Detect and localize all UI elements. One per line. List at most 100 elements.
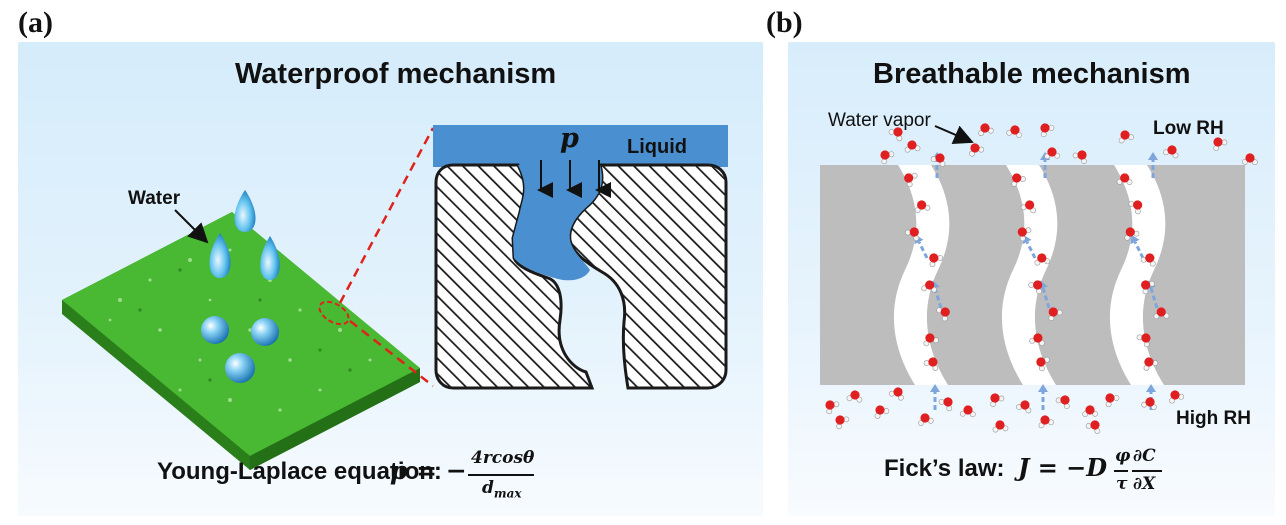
panel-b-title: Breathable mechanism <box>873 58 1191 90</box>
water-molecule <box>978 123 994 136</box>
water-molecule <box>1128 200 1143 215</box>
water-molecule <box>1028 280 1043 295</box>
water-molecule <box>1153 307 1170 320</box>
fick-law-label: Fick’s law: <box>884 455 1005 482</box>
zoom-line-top <box>338 127 435 304</box>
water-molecule <box>923 333 939 347</box>
vapor-arrow-shaft <box>1149 287 1159 309</box>
water-molecule <box>888 127 903 142</box>
water-molecule <box>930 153 946 167</box>
panel-a-title: Waterproof mechanism <box>235 58 557 90</box>
fick-frac2-denominator: ∂X <box>1133 474 1156 494</box>
fick-frac1-numerator: φ <box>1115 446 1131 466</box>
pore-channel-3 <box>1109 165 1166 385</box>
water-molecule <box>992 420 1009 433</box>
young-laplace-denominator: dmax <box>482 478 522 501</box>
water-molecule <box>1016 400 1032 414</box>
water-molecule <box>888 387 904 401</box>
panel-a-label: (a) <box>18 6 53 39</box>
vapor-flow-arrows <box>914 152 1159 410</box>
panel-b-label: (b) <box>766 6 803 39</box>
water-molecule <box>874 405 890 419</box>
water-molecule <box>880 150 895 165</box>
water-molecule <box>1034 253 1051 266</box>
zoom-region-marker <box>318 300 350 326</box>
fick-frac1-denominator: τ <box>1116 474 1128 494</box>
water-vapor-label: Water vapor <box>828 110 931 131</box>
water-molecule <box>1020 200 1037 214</box>
water-molecule <box>1085 420 1101 434</box>
water-molecule <box>904 172 918 188</box>
vapor-arrow-shaft <box>1025 241 1037 259</box>
vapor-arrow-shaft <box>1041 287 1051 309</box>
water-molecule <box>1124 227 1140 241</box>
water-molecule <box>1038 415 1054 429</box>
fick-frac2-numerator: ∂C <box>1133 446 1156 466</box>
falling-water-droplets <box>209 190 280 280</box>
water-molecule <box>1072 150 1087 165</box>
pore-channel-1 <box>893 165 950 385</box>
pore-channel-2 <box>1001 165 1058 385</box>
pore-cross-section <box>433 125 728 390</box>
water-molecule <box>959 405 976 418</box>
young-laplace-numerator: 4rcosθ <box>471 448 535 468</box>
pressure-symbol: p <box>560 123 579 154</box>
vapor-arrow-head <box>930 384 940 392</box>
water-molecules <box>825 123 1258 434</box>
water-molecule <box>990 393 1005 408</box>
water-molecule <box>1136 333 1151 348</box>
water-molecule <box>1017 227 1032 242</box>
water-molecule <box>1006 125 1022 138</box>
water-molecule <box>1141 280 1155 295</box>
fick-law-lhs: J = −D <box>1018 453 1108 482</box>
water-molecule <box>835 415 850 430</box>
water-molecule <box>1143 357 1159 371</box>
left-solid-wall <box>434 163 595 390</box>
water-molecule <box>825 400 840 415</box>
water-molecule <box>1036 356 1050 372</box>
water-molecule <box>1048 307 1063 322</box>
vapor-arrow-head <box>1146 384 1156 392</box>
water-pointer-arrow <box>174 209 209 244</box>
water-molecule <box>938 397 953 412</box>
water-molecule <box>923 357 939 371</box>
porous-membrane <box>820 165 1245 385</box>
young-laplace-label: Young-Laplace equation: <box>157 458 442 485</box>
water-molecule <box>921 280 937 293</box>
liquid-label: Liquid <box>627 136 687 158</box>
water-molecule <box>1116 173 1133 186</box>
water-molecule <box>969 143 985 157</box>
water-molecule <box>1169 390 1185 404</box>
water-molecule <box>1029 333 1045 346</box>
beaded-water-drops <box>201 316 279 383</box>
vapor-arrow-head <box>1038 384 1048 392</box>
membrane-slab <box>62 212 420 470</box>
water-molecule <box>1213 137 1228 152</box>
vapor-arrow-shaft <box>917 241 929 259</box>
vapor-pointer-arrow <box>934 125 974 145</box>
water-molecule <box>905 227 920 242</box>
high-rh-label: High RH <box>1176 408 1251 429</box>
vapor-arrow-head <box>1130 234 1140 245</box>
water-molecule <box>846 390 863 403</box>
water-molecule <box>936 307 950 322</box>
water-molecule <box>914 200 931 213</box>
water-molecule <box>1011 173 1026 187</box>
zoom-line-bottom <box>349 320 434 387</box>
water-molecule <box>1044 147 1061 160</box>
vapor-arrow-head <box>1148 152 1158 160</box>
water-molecule <box>904 140 921 153</box>
low-rh-label: Low RH <box>1153 118 1224 139</box>
water-molecule <box>1055 395 1070 410</box>
liquid-layer <box>433 125 728 167</box>
water-label: Water <box>128 188 181 209</box>
water-molecule <box>918 413 934 426</box>
water-molecule <box>1163 145 1179 159</box>
water-molecule <box>1140 253 1156 267</box>
water-molecule <box>1241 153 1258 166</box>
young-laplace-lhs: p = − <box>390 456 467 485</box>
vapor-arrow-shaft <box>1133 241 1145 259</box>
water-molecule <box>1105 393 1120 408</box>
water-molecule <box>1040 123 1055 138</box>
